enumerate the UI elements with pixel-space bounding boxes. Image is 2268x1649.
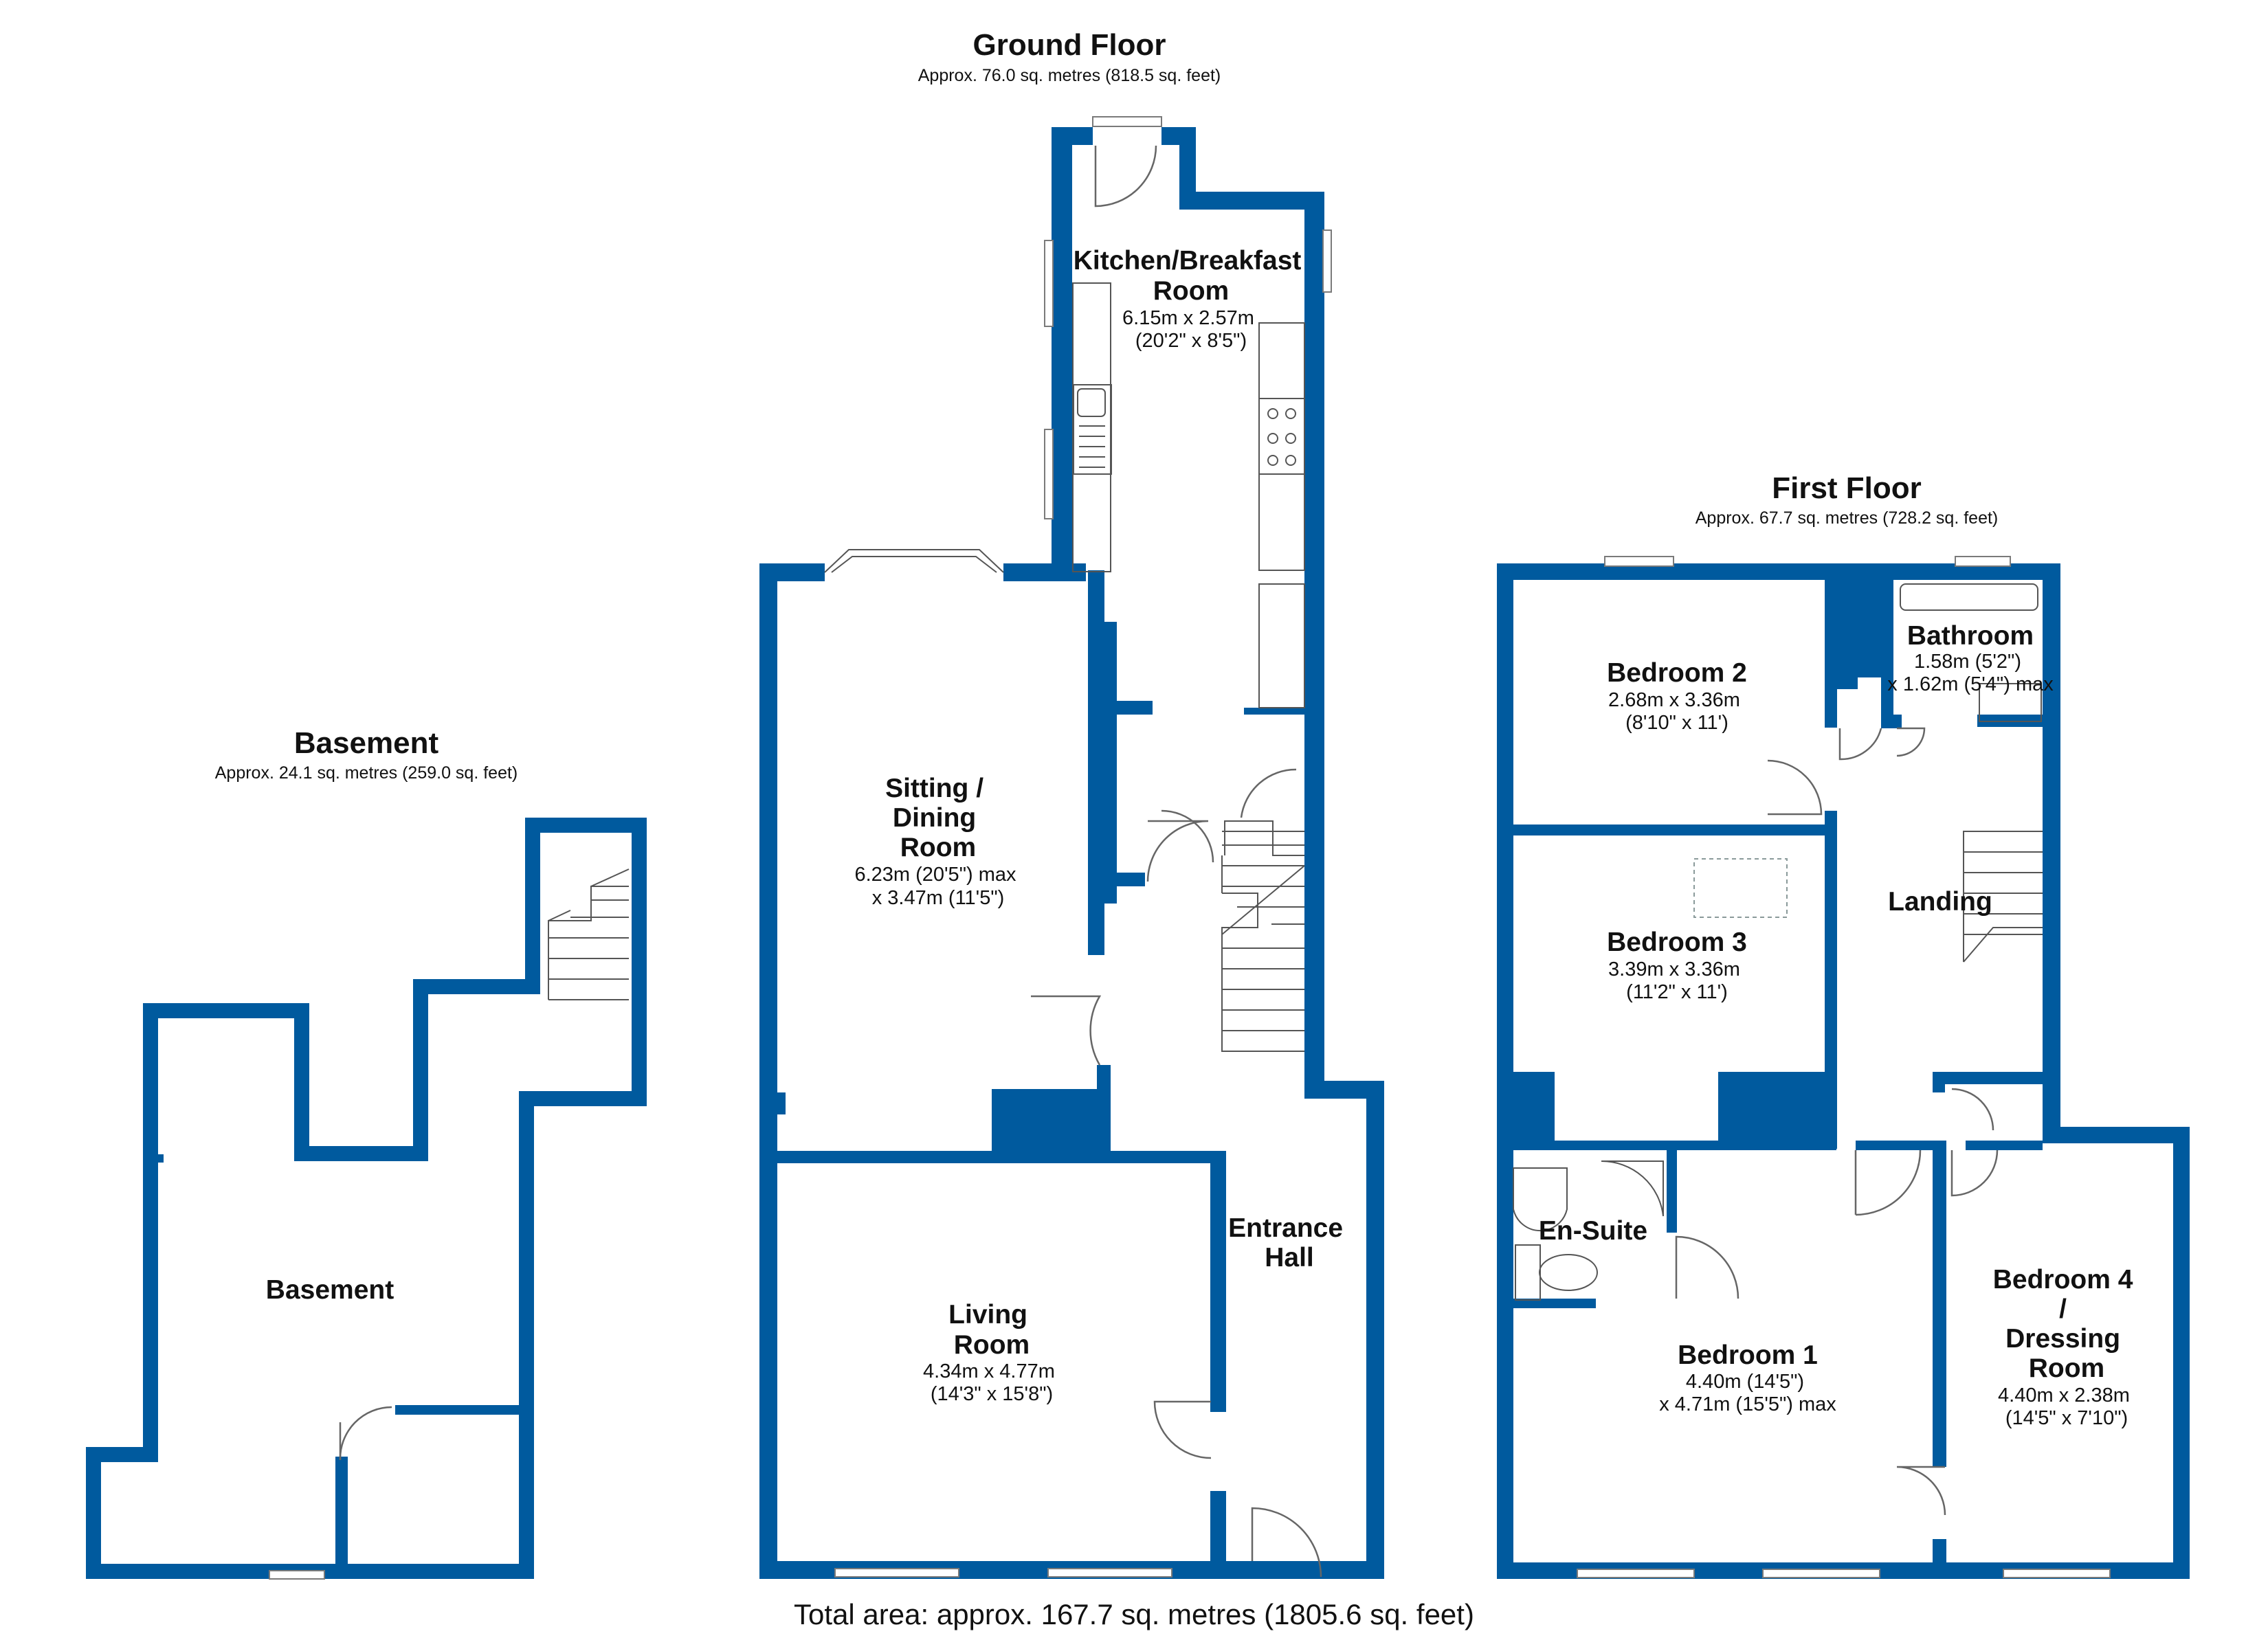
first-floor-plan	[1497, 556, 2190, 1579]
basement-walls	[86, 818, 647, 1579]
bedroom-4-dimensions: 4.40m x 2.38m (14'5" x 7'10")	[1998, 1384, 2135, 1429]
basement-windows	[269, 1570, 325, 1580]
bedroom-3-dimensions: 3.39m x 3.36m (11'2" x 11')	[1608, 958, 1746, 1003]
bathroom-dimensions: 1.58m (5'2") x 1.62m (5'4") max	[1887, 651, 2054, 695]
sitting-room-dimensions: 6.23m (20'5") max x 3.47m (11'5")	[854, 864, 1021, 909]
kitchen-fittings	[1072, 282, 1305, 708]
landing-label: Landing	[1888, 887, 1992, 917]
first-floor-doors	[1675, 727, 1999, 1516]
ground-floor-windows	[824, 116, 1332, 1578]
bedroom-3-label: Bedroom 3	[1607, 928, 1747, 957]
ground-floor-title: Ground Floor	[972, 28, 1166, 62]
plan-labels: Ground Floor Approx. 76.0 sq. metres (81…	[215, 28, 2141, 1630]
bedroom-2-dimensions: 2.68m x 3.36m (8'10" x 11')	[1608, 689, 1746, 734]
ground-floor-doors	[1031, 145, 1322, 1578]
basement-doors	[339, 1406, 392, 1461]
kitchen-label: Kitchen/Breakfast Room	[1074, 246, 1309, 306]
living-room-dimensions: 4.34m x 4.77m (14'3" x 15'8")	[923, 1360, 1060, 1405]
basement-plan	[86, 818, 647, 1580]
first-floor-windows	[1577, 556, 2111, 1578]
basement-stairs	[548, 868, 630, 1000]
bedroom-4-label: Bedroom 4 / Dressing Room	[1993, 1265, 2141, 1383]
bedroom-1-dimensions: 4.40m (14'5") x 4.71m (15'5") max	[1659, 1371, 1836, 1415]
bathroom-label: Bathroom	[1907, 621, 2034, 651]
kitchen-dimensions: 6.15m x 2.57m (20'2" x 8'5")	[1122, 307, 1260, 352]
ground-floor-plan	[759, 116, 1384, 1579]
bedroom-1-label: Bedroom 1	[1678, 1340, 1818, 1370]
ground-floor-stairs	[1221, 820, 1305, 1052]
sitting-room-label: Sitting / Dining Room	[885, 774, 991, 862]
basement-title: Basement	[294, 726, 439, 760]
bedroom-2-label: Bedroom 2	[1607, 658, 1747, 688]
entrance-hall-label: Entrance Hall	[1228, 1213, 1350, 1272]
ground-floor-area: Approx. 76.0 sq. metres (818.5 sq. feet)	[918, 66, 1221, 85]
first-floor-area: Approx. 67.7 sq. metres (728.2 sq. feet)	[1696, 508, 1999, 528]
first-floor-title: First Floor	[1772, 471, 1922, 505]
total-area: Total area: approx. 167.7 sq. metres (18…	[794, 1598, 1474, 1630]
basement-area: Approx. 24.1 sq. metres (259.0 sq. feet)	[215, 763, 518, 783]
en-suite-label: En-Suite	[1539, 1216, 1647, 1246]
basement-room-label: Basement	[266, 1275, 394, 1305]
living-room-label: Living Room	[948, 1300, 1035, 1360]
first-floor-fittings	[1513, 583, 2043, 1301]
